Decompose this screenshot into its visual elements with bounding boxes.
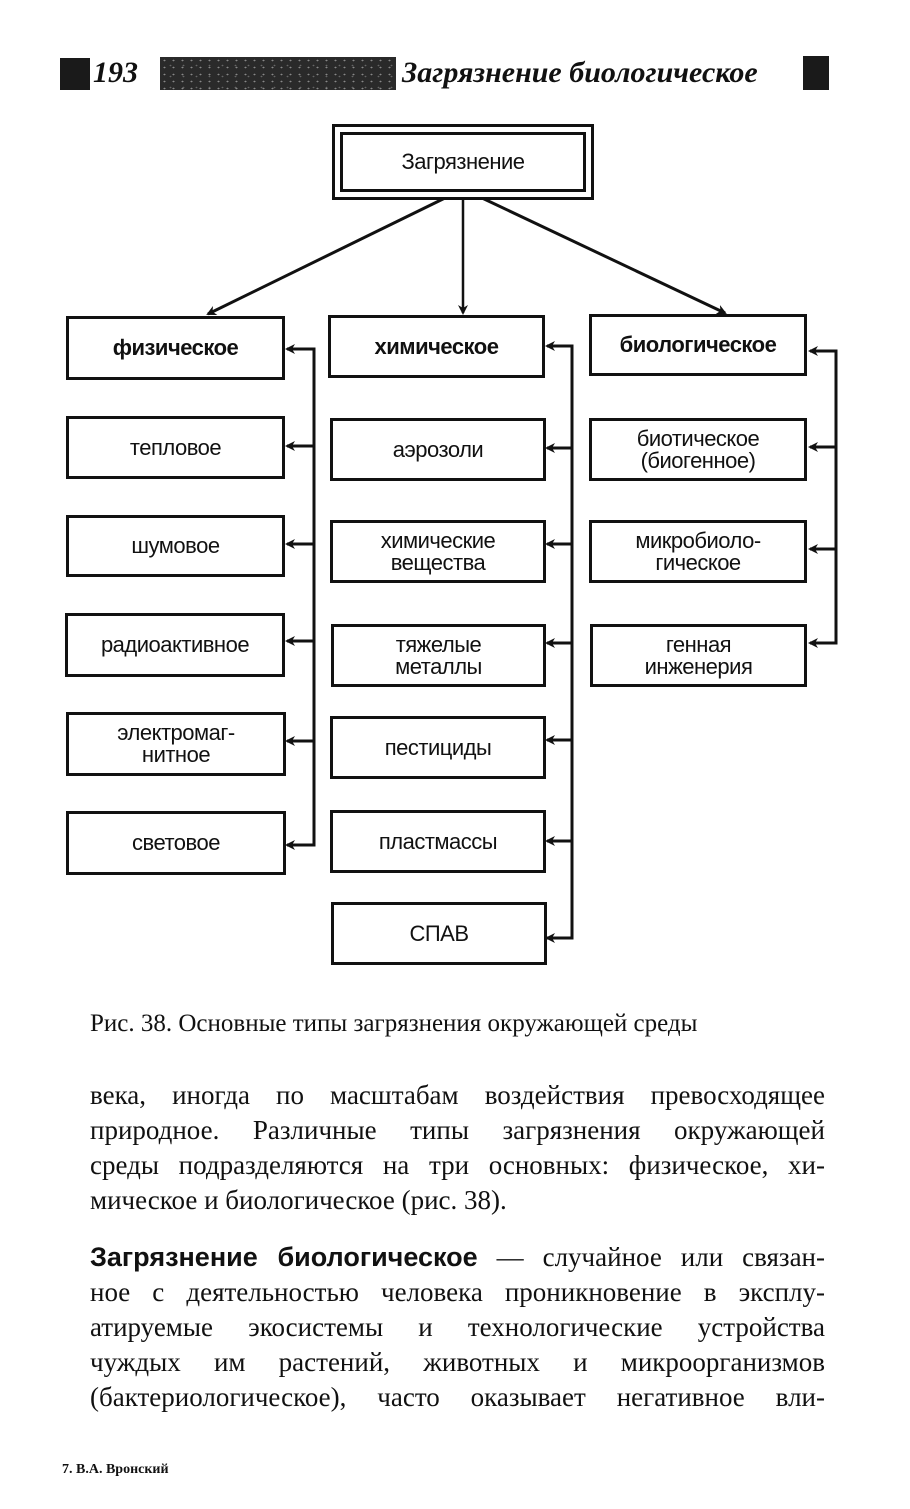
signature-footer: 7. В.А. Вронский: [62, 1462, 169, 1477]
defined-term: Загрязнение биологическое: [90, 1242, 478, 1272]
biological-item: генная инженерия: [590, 624, 807, 687]
text-line: мическое и биологическое (рис. 38).: [90, 1185, 507, 1215]
physical-item: тепловое: [66, 416, 285, 479]
header-marker-right: [803, 56, 829, 90]
category-chemical: химическое: [328, 315, 545, 378]
category-physical: физическое: [66, 316, 285, 380]
running-title: Загрязнение биологическое: [402, 56, 758, 89]
category-biological: биологическое: [589, 314, 807, 376]
header-marker-left: [60, 58, 90, 90]
text-line: атируемые экосистемы и технологические у…: [90, 1312, 825, 1342]
text-line: Загрязнение биологическое — случайное ил…: [90, 1240, 825, 1275]
physical-item: световое: [66, 811, 286, 875]
text-line: природное. Различные типы загрязнения ок…: [90, 1115, 825, 1145]
arrow-to-physical: [206, 196, 446, 316]
text-line: ное с деятельностью человека проникновен…: [90, 1277, 825, 1307]
physical-item: электромаг- нитное: [66, 712, 286, 776]
biological-item: биотическое (биогенное): [589, 418, 807, 481]
root-label: Загрязнение: [401, 149, 525, 174]
figure-caption: Рис. 38. Основные типы загрязнения окруж…: [90, 1010, 698, 1037]
text-line: чуждых им растений, животных и микроорга…: [90, 1347, 825, 1377]
chemical-item: пластмассы: [330, 810, 546, 873]
chemical-item: химические вещества: [330, 520, 546, 583]
root-node: Загрязнение: [332, 124, 594, 200]
chemical-item: аэрозоли: [330, 418, 546, 481]
text-line: века, иногда по масштабам воздействия пр…: [90, 1080, 825, 1110]
biological-bus: [822, 349, 838, 645]
physical-bus: [296, 347, 316, 847]
physical-item: шумовое: [66, 515, 285, 577]
text-line: (бактериологическое), часто оказывает не…: [90, 1382, 825, 1412]
text-line: среды подразделяются на три основных: фи…: [90, 1150, 825, 1180]
paragraph-definition: Загрязнение биологическое — случайное ил…: [90, 1240, 825, 1415]
arrow-to-biological: [481, 196, 727, 315]
definition-start: — случайное или связан-: [477, 1242, 825, 1272]
paragraph-intro: века, иногда по масштабам воздействия пр…: [90, 1078, 825, 1218]
chemical-item: СПАВ: [331, 902, 547, 965]
page-number: 193: [93, 56, 138, 89]
chemical-item: тяжелые металлы: [331, 624, 546, 687]
chemical-item: пестициды: [330, 716, 546, 779]
header-decorative-bar: [160, 57, 396, 90]
physical-item: радиоактивное: [65, 613, 285, 677]
diagram-connectors: [206, 196, 838, 943]
biological-item: микробиоло- гическое: [589, 520, 807, 583]
